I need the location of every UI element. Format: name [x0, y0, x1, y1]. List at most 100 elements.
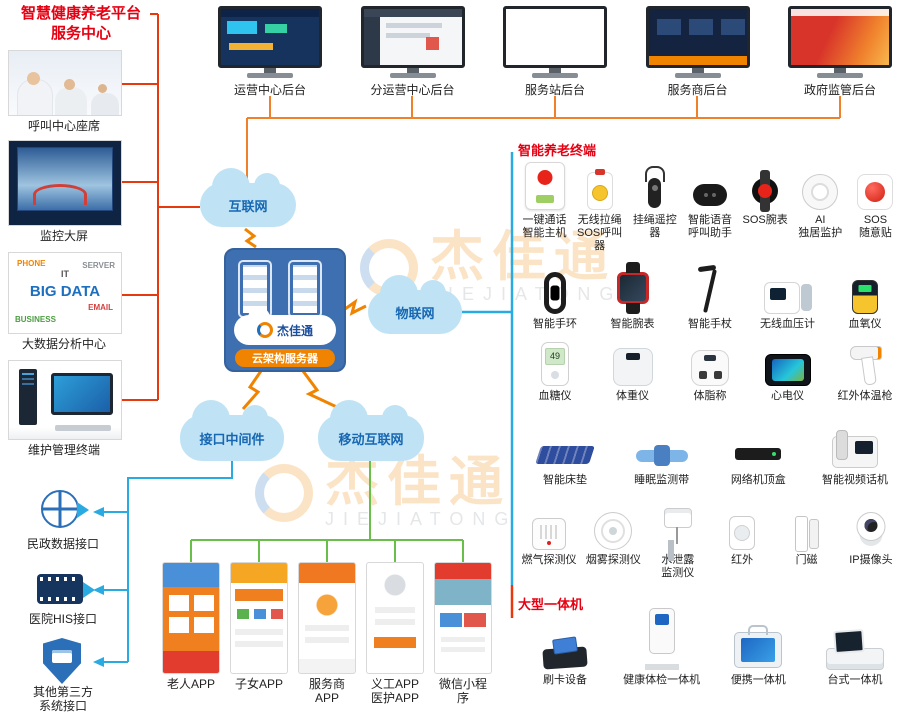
device-label: 无线血压计 [760, 318, 815, 330]
children-app-screenshot [230, 562, 288, 674]
device-label: 刷卡设备 [543, 674, 587, 686]
oximeter-icon [852, 280, 878, 314]
third-party-interface [8, 638, 118, 686]
terminal-row-1: 一键通话 智能主机 无线拉绳 SOS呼叫器 挂绳遥控器 智能语音 呼叫助手 SO… [518, 158, 902, 254]
device-label: 门磁 [795, 554, 818, 566]
device-voice-assistant: 智能语音 呼叫助手 [683, 158, 736, 254]
video-phone-icon [831, 430, 878, 468]
elderly-app-screenshot [162, 562, 220, 674]
device-label: 红外 [731, 554, 754, 566]
monitor-screen [788, 6, 892, 68]
device-label: 体重仪 [616, 390, 649, 402]
app-label: 子女APP [234, 677, 283, 691]
big-data-photo: BIG DATA PHONE SERVER EMAIL BUSINESS IT [8, 252, 122, 334]
device-label: 水泄露 监测仪 [661, 554, 695, 580]
device-label: 台式一体机 [827, 674, 883, 686]
app-label: 老人APP [166, 677, 215, 691]
call-center-label: 呼叫中心座席 [27, 119, 100, 133]
sos-host-icon [524, 162, 565, 210]
app-label: 服务商APP [308, 677, 345, 705]
title-line1: 智慧健康养老平台 [20, 5, 141, 22]
device-lanyard-remote: 挂绳遥控器 [628, 158, 681, 254]
device-ecg-monitor: 心电仪 [751, 340, 825, 403]
gas-detector-icon [532, 518, 566, 550]
monitor-stand [549, 68, 561, 73]
wechat-mini-screenshot [434, 562, 492, 674]
pull-cord-sos-icon [586, 172, 613, 210]
device-label: 一键通话 智能主机 [522, 214, 567, 240]
page-title: 智慧健康养老平台 服务中心 [6, 4, 156, 43]
water-leak-icon [658, 506, 698, 550]
backend-label: 分运营中心后台 [370, 83, 455, 97]
hospital-his-label: 医院HIS接口 [28, 612, 97, 626]
device-ir-thermometer: 红外体温枪 [828, 340, 902, 403]
device-label: 血氧仪 [848, 318, 882, 330]
monitor-base [532, 73, 578, 78]
device-oximeter: 血氧仪 [828, 262, 902, 331]
desktop-aio-icon [825, 630, 884, 670]
machine-portable-aio: 便携一体机 [711, 612, 805, 687]
device-label: 红外体温枪 [837, 390, 893, 402]
civil-affairs-interface [8, 486, 118, 534]
monitor-icon [645, 6, 750, 78]
internet-cloud-label: 互联网 [228, 198, 268, 214]
device-bp-monitor: 无线血压计 [751, 262, 825, 331]
monitor-wall-photo [8, 140, 122, 226]
device-label: 心电仪 [771, 390, 804, 402]
device-label: 血糖仪 [538, 390, 572, 402]
device-smoke-detector: 烟雾探测仪 [582, 504, 644, 580]
smart-watch-icon [616, 272, 649, 304]
set-top-box-icon [735, 448, 782, 460]
device-label: 智能腕表 [610, 318, 655, 330]
jiejiatong-logo-icon [256, 322, 273, 338]
weight-scale-icon [612, 348, 653, 386]
device-smart-cane: 智能手杖 [673, 262, 747, 331]
mobile-internet-cloud-label: 移动互联网 [338, 431, 404, 447]
device-weight-scale: 体重仪 [596, 340, 670, 403]
device-label: 智能语音 呼叫助手 [687, 214, 732, 240]
device-video-phone: 智能视频话机 [808, 426, 902, 487]
glucometer-icon: 49 [541, 342, 569, 386]
device-label: 智能视频话机 [821, 474, 888, 486]
lanyard-remote-icon [648, 178, 662, 208]
device-glucometer: 49 血糖仪 [518, 340, 592, 403]
smart-band-icon [544, 272, 566, 314]
device-label: IP摄像头 [849, 554, 893, 566]
monitor-screen [360, 6, 465, 68]
big-data-word: BIG DATA [29, 283, 101, 300]
shield-mail-icon [21, 638, 105, 686]
body-fat-scale-icon [691, 350, 729, 386]
hospital-his-interface [8, 566, 118, 614]
app-children: 子女APP [230, 562, 288, 706]
card-reader-icon [541, 634, 589, 670]
terminal-row-4: 智能床垫 睡眠监测带 网络机顶盒 智能视频话机 [518, 426, 902, 487]
monitor-icon [360, 6, 465, 78]
monitor-wall-label: 监控大屏 [39, 229, 88, 243]
backend-monitors-row: 运营中心后台 分运营中心后台 服务站后台 服务商后台 政府监管后台 [215, 6, 895, 98]
voice-assistant-icon [692, 184, 727, 206]
monitor-icon [218, 6, 322, 78]
monitor-base [389, 73, 436, 78]
monitor-base [247, 73, 293, 78]
device-smart-watch: 智能腕表 [596, 262, 670, 331]
title-line2: 服务中心 [50, 24, 111, 42]
watermark-brand: 杰佳通 [430, 227, 616, 287]
ecg-monitor-icon [764, 354, 811, 386]
app-label: 微信小程序 [438, 677, 487, 705]
device-label: AI 独居监护 [798, 214, 843, 240]
device-label: 网络机顶盒 [730, 474, 786, 486]
device-label: 智能床垫 [543, 474, 587, 486]
internet-cloud: 互联网 [200, 168, 296, 227]
app-provider: 服务商APP [298, 562, 356, 706]
call-center-photo [8, 50, 122, 116]
server-banner: 云架构服务器 [235, 349, 335, 367]
app-wechat-mini: 微信小程序 [434, 562, 492, 706]
door-magnet-icon [792, 516, 822, 552]
machine-card-reader: 刷卡设备 [518, 612, 612, 687]
blood-pressure-icon [763, 282, 812, 314]
keyboard-icon [55, 425, 111, 431]
backend-label: 服务商后台 [667, 83, 728, 97]
device-gas-detector: 燃气探测仪 [518, 504, 580, 580]
device-label: 智能手环 [533, 318, 577, 330]
monitor-screen [503, 6, 607, 68]
